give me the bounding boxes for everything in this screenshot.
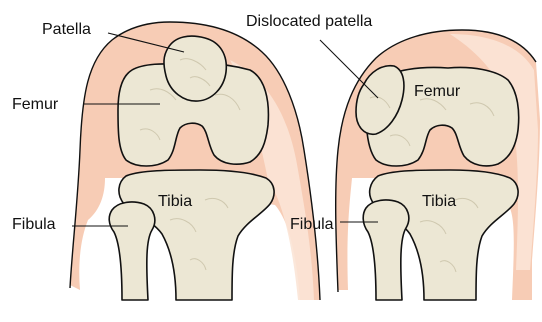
femur-label: Femur [12, 96, 59, 113]
dislocated-patella-label: Dislocated patella [246, 13, 372, 30]
normal-patella [164, 36, 226, 101]
dislocated-tibia-label: Tibia [422, 193, 456, 210]
dislocated-femur-label: Femur [414, 83, 461, 100]
patella-label: Patella [42, 21, 91, 38]
normal-knee: Patella Femur Tibia Fibula [12, 21, 320, 300]
dislocated-fibula [363, 200, 409, 300]
normal-fibula [109, 202, 155, 300]
tibia-label: Tibia [158, 193, 192, 210]
fibula-label: Fibula [12, 216, 56, 233]
dislocated-fibula-label: Fibula [290, 216, 334, 233]
